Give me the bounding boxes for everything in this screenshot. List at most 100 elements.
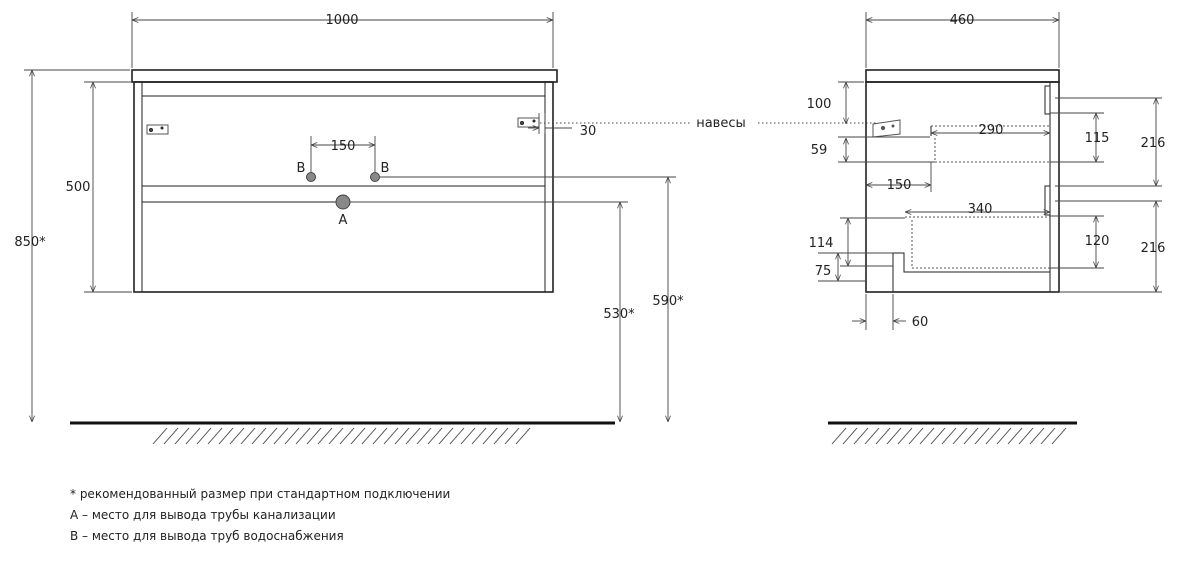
hatch-stroke xyxy=(383,427,399,445)
pipe-a-label: A xyxy=(339,213,348,228)
hatch-stroke xyxy=(1029,427,1045,445)
height-a-label: 530* xyxy=(603,307,635,322)
front-dimensions xyxy=(24,12,878,422)
hatch-stroke xyxy=(163,427,179,445)
hatch-stroke xyxy=(218,427,234,445)
hatch-stroke xyxy=(262,427,278,445)
dim-120-label: 120 xyxy=(1085,234,1110,249)
side-handle-top xyxy=(1044,85,1050,115)
dim-150-label: 150 xyxy=(887,178,912,193)
front-total-height-label: 850* xyxy=(14,235,46,250)
side-dimensions xyxy=(818,12,1162,330)
hatch-stroke xyxy=(875,427,891,445)
hatch-stroke xyxy=(372,427,388,445)
front-view xyxy=(131,69,558,293)
hatch-stroke xyxy=(963,427,979,445)
hatch-stroke xyxy=(974,427,990,445)
dim-340-label: 340 xyxy=(968,202,993,217)
height-b-label: 590* xyxy=(652,294,684,309)
dim-114-label: 114 xyxy=(809,236,834,251)
side-siphon-cut xyxy=(892,252,1050,292)
side-hanger xyxy=(872,119,901,138)
hatch-stroke xyxy=(229,427,245,445)
hatch-stroke xyxy=(295,427,311,445)
side-handle-bottom xyxy=(1044,185,1050,216)
hatch-stroke xyxy=(306,427,322,445)
dim-290-label: 290 xyxy=(979,123,1004,138)
hatch-stroke xyxy=(152,427,168,445)
note-recommended: * рекомендованный размер при стандартном… xyxy=(70,487,451,501)
dim-59-label: 59 xyxy=(811,143,828,158)
hatch-stroke xyxy=(515,427,531,445)
dim-60-label: 60 xyxy=(912,315,929,330)
hatch-stroke xyxy=(174,427,190,445)
pipe-b-left-marker xyxy=(306,172,316,182)
hatch-stroke xyxy=(460,427,476,445)
pipe-a-marker xyxy=(335,194,351,210)
hatch-stroke xyxy=(897,427,913,445)
side-countertop xyxy=(865,69,1060,83)
front-countertop xyxy=(131,69,558,83)
dim-100-label: 100 xyxy=(807,97,832,112)
hatch-stroke xyxy=(449,427,465,445)
hatch-stroke xyxy=(493,427,509,445)
hatch-stroke xyxy=(273,427,289,445)
note-point-a: А – место для вывода трубы канализации xyxy=(70,508,336,522)
hatch-stroke xyxy=(339,427,355,445)
hatch-stroke xyxy=(284,427,300,445)
hatch-stroke xyxy=(240,427,256,445)
front-cabinet-body xyxy=(133,81,554,293)
hatch-stroke xyxy=(930,427,946,445)
dim-75-label: 75 xyxy=(815,264,832,279)
dim-216-bottom-label: 216 xyxy=(1141,241,1166,256)
front-width-label: 1000 xyxy=(325,13,358,28)
note-point-b: В – место для вывода труб водоснабжения xyxy=(70,529,344,543)
front-hanger-left xyxy=(146,124,169,135)
side-floor-hatching xyxy=(831,427,1067,445)
hatch-stroke xyxy=(207,427,223,445)
hatch-stroke xyxy=(842,427,858,445)
hatch-stroke xyxy=(405,427,421,445)
hatch-stroke xyxy=(886,427,902,445)
front-hanger-right xyxy=(517,117,540,128)
hatch-stroke xyxy=(1051,427,1067,445)
hatch-stroke xyxy=(416,427,432,445)
front-height-label: 500 xyxy=(66,180,91,195)
hanger-label: навесы xyxy=(696,116,746,131)
side-width-label: 460 xyxy=(950,13,975,28)
hatch-stroke xyxy=(1007,427,1023,445)
hatch-stroke xyxy=(1018,427,1034,445)
hatch-stroke xyxy=(1040,427,1056,445)
hatch-stroke xyxy=(471,427,487,445)
dim-216-top-label: 216 xyxy=(1141,136,1166,151)
hatch-stroke xyxy=(328,427,344,445)
pipe-b-left-label: B xyxy=(297,161,306,176)
notes: * рекомендованный размер при стандартном… xyxy=(70,484,450,547)
side-lower-drawer xyxy=(905,216,1050,269)
hatch-stroke xyxy=(952,427,968,445)
hatch-stroke xyxy=(908,427,924,445)
hatch-stroke xyxy=(919,427,935,445)
hatch-stroke xyxy=(361,427,377,445)
hatch-stroke xyxy=(482,427,498,445)
hatch-stroke xyxy=(941,427,957,445)
hatch-stroke xyxy=(996,427,1012,445)
front-floor-hatching xyxy=(152,427,531,445)
hatch-stroke xyxy=(864,427,880,445)
dim-115-label: 115 xyxy=(1085,131,1110,146)
hatch-stroke xyxy=(438,427,454,445)
hatch-stroke xyxy=(317,427,333,445)
hinge-offset-label: 30 xyxy=(580,124,597,139)
hatch-stroke xyxy=(853,427,869,445)
hatch-stroke xyxy=(185,427,201,445)
hatch-stroke xyxy=(251,427,267,445)
hatch-stroke xyxy=(350,427,366,445)
hatch-stroke xyxy=(196,427,212,445)
hatch-stroke xyxy=(427,427,443,445)
pipe-b-right-label: B xyxy=(381,161,390,176)
hatch-stroke xyxy=(831,427,847,445)
hatch-stroke xyxy=(504,427,520,445)
pipe-spacing-label: 150 xyxy=(331,139,356,154)
hatch-stroke xyxy=(394,427,410,445)
